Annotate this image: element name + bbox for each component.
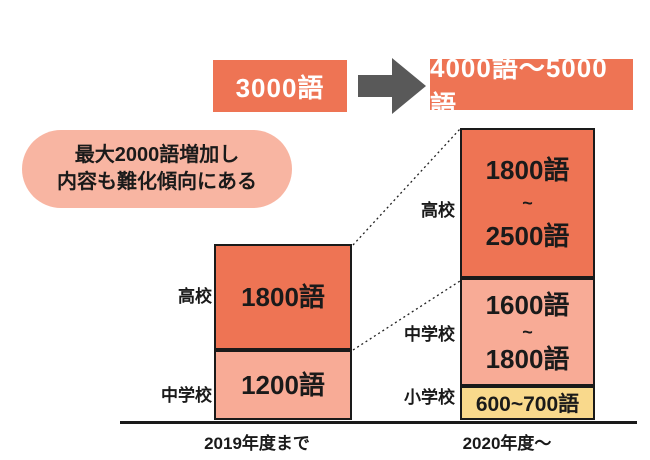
bar-2020-juniorhigh-tilde: ~ bbox=[522, 322, 533, 342]
label-2019-juniorhigh: 中学校 bbox=[161, 386, 212, 405]
bar-2020-elementary-value: 600~700語 bbox=[475, 393, 580, 416]
total-after-value: 4000語〜5000語 bbox=[430, 52, 608, 120]
bar-2019-segment-juniorhigh: 1200語 bbox=[214, 350, 352, 420]
label-2020-elementary: 小学校 bbox=[404, 388, 455, 407]
connector-line-top bbox=[352, 128, 461, 246]
bar-2019-highschool-value: 1800語 bbox=[241, 282, 325, 312]
arrow-right-icon bbox=[358, 58, 426, 114]
label-2019-highschool: 高校 bbox=[178, 287, 212, 306]
note-line-2: 内容も難化傾向にある bbox=[57, 171, 257, 193]
bar-2020-highschool-tilde: ~ bbox=[522, 193, 533, 213]
bar-2020-segment-elementary: 600~700語 bbox=[460, 386, 595, 420]
x-axis-line bbox=[120, 421, 637, 424]
bar-2020-segment-juniorhigh: 1600語 ~ 1800語 bbox=[460, 278, 595, 386]
bar-2020-highschool-value-max: 2500語 bbox=[485, 221, 570, 251]
note-line-1: 最大2000語増加し bbox=[74, 144, 240, 166]
bar-2020-juniorhigh-value-max: 1800語 bbox=[485, 344, 570, 374]
bar-2020: 1800語 ~ 2500語 1600語 ~ 1800語 600~700語 bbox=[460, 128, 595, 420]
label-2020-highschool: 高校 bbox=[421, 201, 455, 220]
bar-2020-juniorhigh-value-min: 1600語 bbox=[485, 290, 570, 320]
bar-2019: 1800語 1200語 bbox=[214, 244, 352, 420]
bar-2019-juniorhigh-value: 1200語 bbox=[241, 370, 325, 400]
bar-2020-segment-highschool: 1800語 ~ 2500語 bbox=[460, 128, 595, 278]
total-before-box: 3000語 bbox=[213, 60, 347, 112]
total-before-value: 3000語 bbox=[235, 72, 325, 103]
axis-label-2019: 2019年度まで bbox=[204, 434, 310, 453]
bar-2020-highschool-value-min: 1800語 bbox=[485, 155, 570, 185]
axis-label-2020: 2020年度〜 bbox=[462, 434, 552, 453]
label-2020-juniorhigh: 中学校 bbox=[404, 325, 455, 344]
note-bubble: 最大2000語増加し 内容も難化傾向にある bbox=[22, 130, 292, 208]
total-after-box: 4000語〜5000語 bbox=[430, 53, 633, 120]
bar-2019-segment-highschool: 1800語 bbox=[214, 244, 352, 350]
